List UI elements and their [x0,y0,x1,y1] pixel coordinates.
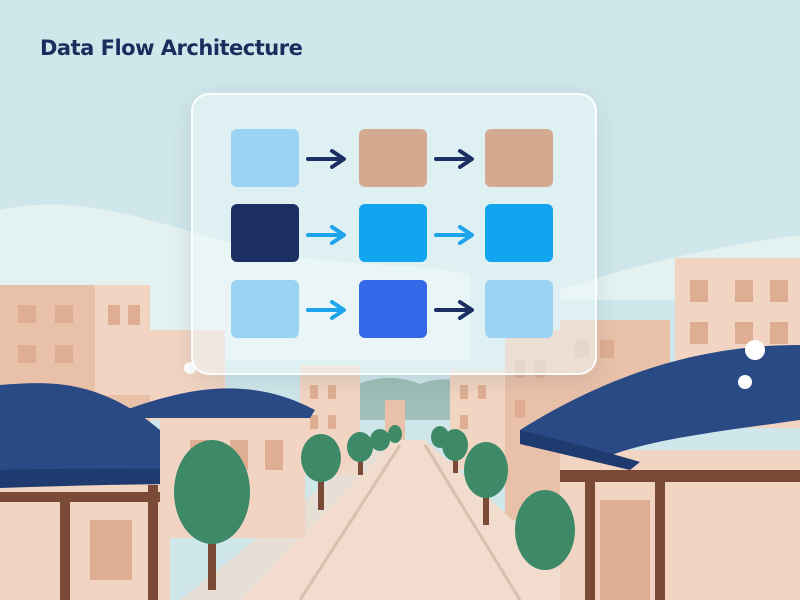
tree-trunk [358,450,363,475]
arrow-icon [306,149,346,169]
tree [442,429,468,461]
tree-trunk [208,510,216,590]
diagram-node [359,204,427,262]
tree [464,442,508,498]
roof-ornament [738,375,752,389]
hanok-left-roof [0,383,200,482]
tree [174,440,250,544]
arrow-icon [306,225,346,245]
hanok-right-roof-edge [520,430,640,470]
hanok-left-wall [0,470,170,600]
street [240,440,600,600]
tree-trunk [318,460,324,510]
diagram-node [231,280,299,338]
window [735,280,753,302]
hanok-left-post [148,485,158,600]
tree-trunk [483,480,489,525]
hanok-right-door [600,500,650,600]
arrow-icon [434,225,474,245]
diagram-node [485,280,553,338]
window [128,305,140,325]
window [310,385,318,399]
hanok-left-roof-edge [0,468,200,488]
hanok-right-beam [560,470,800,482]
window [735,322,753,344]
window [328,385,336,399]
window [310,415,318,429]
hanok-right-post [655,480,665,600]
window [108,305,120,325]
street-line [298,444,402,600]
diagram-node [231,204,299,262]
window [690,280,708,302]
building-left-tall [95,285,150,395]
hanok-left-window [90,520,132,580]
diagram-node [231,129,299,187]
tree [370,429,390,451]
hanok-left2-roof [125,388,315,418]
hanok-right-roof [520,345,800,460]
diagram-node [485,204,553,262]
window [55,305,73,323]
diagram-node [359,280,427,338]
window [460,415,468,429]
hanok-left-post [60,500,70,600]
arrow-icon [434,300,474,320]
arrow-icon [306,300,346,320]
street-line [423,444,522,600]
window [18,305,36,323]
window [265,440,283,470]
window [770,280,788,302]
window [18,345,36,363]
tree [301,434,341,482]
window [600,340,614,358]
diagram-node [485,129,553,187]
tree [515,490,575,570]
window [770,322,788,344]
window [55,345,73,363]
arrow-icon [434,149,474,169]
tree [388,425,402,443]
window [460,385,468,399]
page-title: Data Flow Architecture [40,36,303,60]
window [690,322,708,344]
window [515,400,525,418]
hanok-right-post [585,480,595,600]
tree [347,432,373,462]
hanok-left-beam [0,492,170,502]
diagram-panel [191,93,597,375]
diagram-node [359,129,427,187]
window [328,415,336,429]
roof-ornament [745,340,765,360]
window [478,385,486,399]
